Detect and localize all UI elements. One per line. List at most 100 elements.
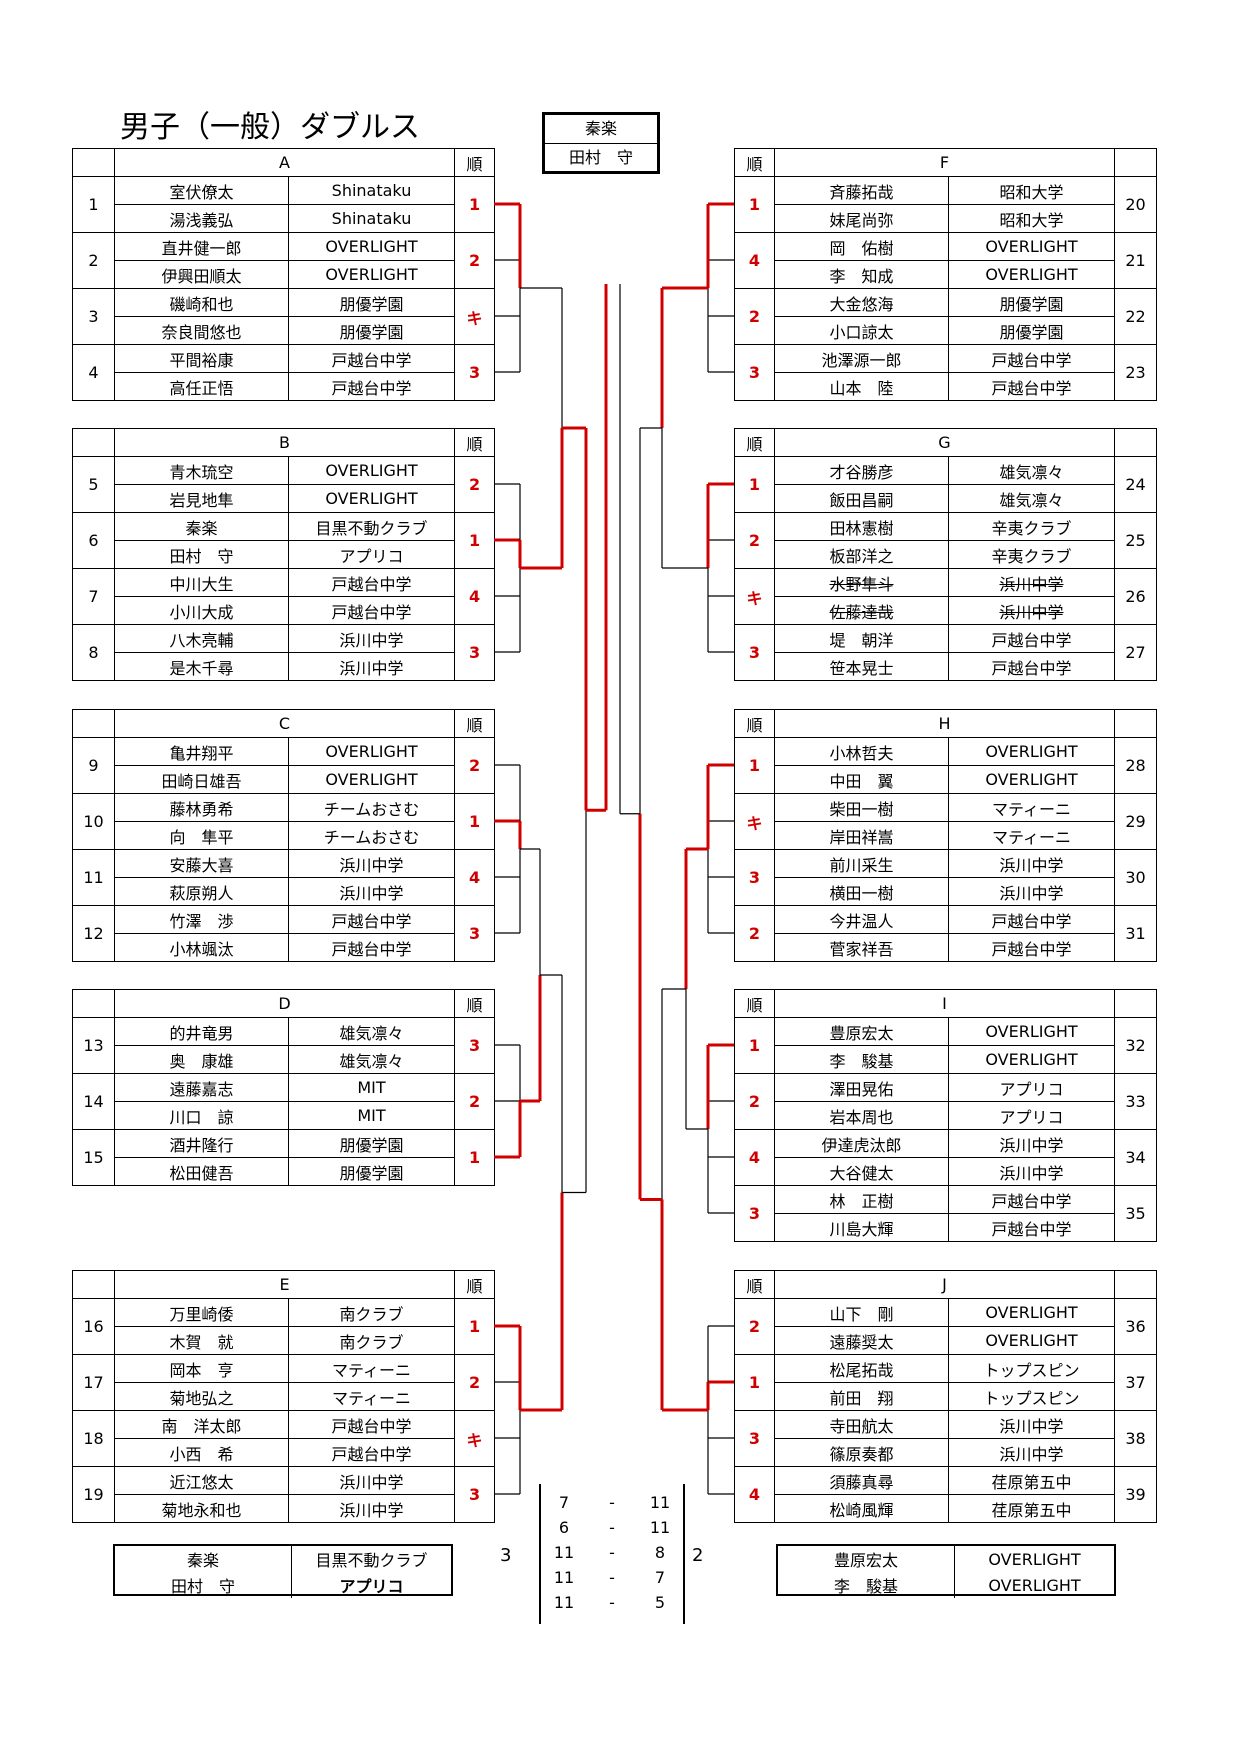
player-2: 奈良間悠也 (114, 316, 289, 345)
score-line: 11-5 (540, 1590, 684, 1615)
club-1: OVERLIGHT (948, 737, 1115, 766)
final-sets-left: 3 (500, 1545, 512, 1566)
player-2: 菊地永和也 (114, 1494, 289, 1523)
entry-number: 26 (1114, 568, 1157, 625)
entry-rank: 2 (454, 232, 496, 289)
entry-number: 22 (1114, 288, 1158, 345)
entry-number: 1 (72, 176, 115, 233)
player-1: 伊達虎汰郎 (774, 1129, 949, 1158)
rank-header: 順 (454, 428, 496, 457)
entry-number: 17 (72, 1354, 115, 1411)
entry-row-2: 前田 翔トップスピン (735, 1382, 1157, 1411)
entry-row-2: 菊地弘之マティーニ (73, 1382, 495, 1411)
group-label: C (113, 709, 456, 738)
player-1: 的井竜男 (114, 1017, 289, 1046)
player-1: 亀井翔平 (114, 737, 289, 766)
score-dash: - (609, 1543, 615, 1562)
player-2: 是木千尋 (114, 652, 289, 681)
score-dash: - (609, 1568, 615, 1587)
club-1: Shinataku (287, 176, 456, 205)
entry-number: 3 (72, 288, 115, 345)
player-1: 柴田一樹 (774, 793, 949, 822)
player-2: 山本 陸 (774, 372, 949, 401)
entry-row-2: 木賀 就南クラブ (73, 1326, 495, 1355)
entry-number: 4 (72, 344, 115, 401)
player-1: 南 洋太郎 (114, 1410, 289, 1439)
club-2: マティーニ (287, 1382, 456, 1411)
player-1: 直井健一郎 (114, 232, 289, 261)
entry-row-2: 笹本晃士戸越台中学 (735, 652, 1157, 681)
group-header-blank (1114, 1270, 1157, 1299)
entry-number: 2 (72, 232, 115, 289)
entry-row-2: 小林颯汰戸越台中学 (73, 933, 495, 962)
entry-row-2: 篠原奏都浜川中学 (735, 1438, 1157, 1467)
player-2: 岸田祥嵩 (774, 821, 949, 850)
player-1: 岡 佑樹 (774, 232, 949, 261)
entry-number: 28 (1114, 737, 1157, 794)
player-2: 萩原朔人 (114, 877, 289, 906)
player-2: 大谷健太 (774, 1157, 949, 1186)
entry-row-2: 岸田祥嵩マティーニ (735, 821, 1157, 850)
entry-row-2: 松田健吾朋優学園 (73, 1157, 495, 1186)
club-2: 雄気凛々 (287, 1045, 456, 1074)
club-1: 戸越台中学 (287, 1410, 456, 1439)
entry-rank: 3 (454, 1466, 496, 1523)
champion-name-2: 田村 守 (568, 148, 633, 167)
club-2: OVERLIGHT (287, 484, 456, 513)
entry-number: 37 (1114, 1354, 1157, 1411)
entry-row-2: 川島大輝戸越台中学 (735, 1213, 1157, 1242)
club-1: 目黒不動クラブ (287, 512, 456, 541)
entry-rank: 1 (454, 1129, 496, 1186)
club-2: アプリコ (948, 1101, 1115, 1130)
club-1: チームおさむ (287, 793, 456, 822)
score-left: 7 (558, 1493, 570, 1512)
entry-rank: 2 (734, 905, 775, 962)
entry-number: 31 (1114, 905, 1157, 962)
player-2: 松田健吾 (114, 1157, 289, 1186)
entry-rank: 1 (734, 456, 775, 513)
final-left-club-1: 目黒不動クラブ (291, 1546, 451, 1572)
entry-rank: キ (734, 568, 775, 625)
score-right: 11 (649, 1493, 671, 1512)
player-1: 遠藤嘉志 (114, 1073, 289, 1102)
entry-rank: 1 (734, 1017, 775, 1074)
player-2: 中田 翼 (774, 765, 949, 794)
final-right-player-2: 李 駿基 (833, 1577, 898, 1596)
club-2: 朋優学園 (287, 1157, 456, 1186)
club-1: 戸越台中学 (287, 568, 456, 597)
player-1: 澤田晃佑 (774, 1073, 949, 1102)
score-left: 11 (553, 1568, 575, 1587)
club-1: トップスピン (948, 1354, 1115, 1383)
entry-rank: 1 (454, 793, 496, 850)
club-2: 戸越台中学 (287, 933, 456, 962)
entry-number: 7 (72, 568, 115, 625)
player-1: 室伏僚太 (114, 176, 289, 205)
player-2: 高任正悟 (114, 372, 289, 401)
club-2: OVERLIGHT (947, 260, 1116, 289)
entry-rank: キ (454, 1410, 496, 1467)
player-2: 小川大成 (114, 596, 289, 625)
entry-number: 27 (1114, 624, 1157, 681)
player-1: 今井温人 (774, 905, 949, 934)
club-1: アプリコ (948, 1073, 1115, 1102)
entry-row-2: 菊地永和也浜川中学 (73, 1494, 495, 1523)
club-2: 戸越台中学 (948, 933, 1115, 962)
group-header-blank (1114, 989, 1157, 1018)
score-right: 5 (654, 1593, 666, 1612)
